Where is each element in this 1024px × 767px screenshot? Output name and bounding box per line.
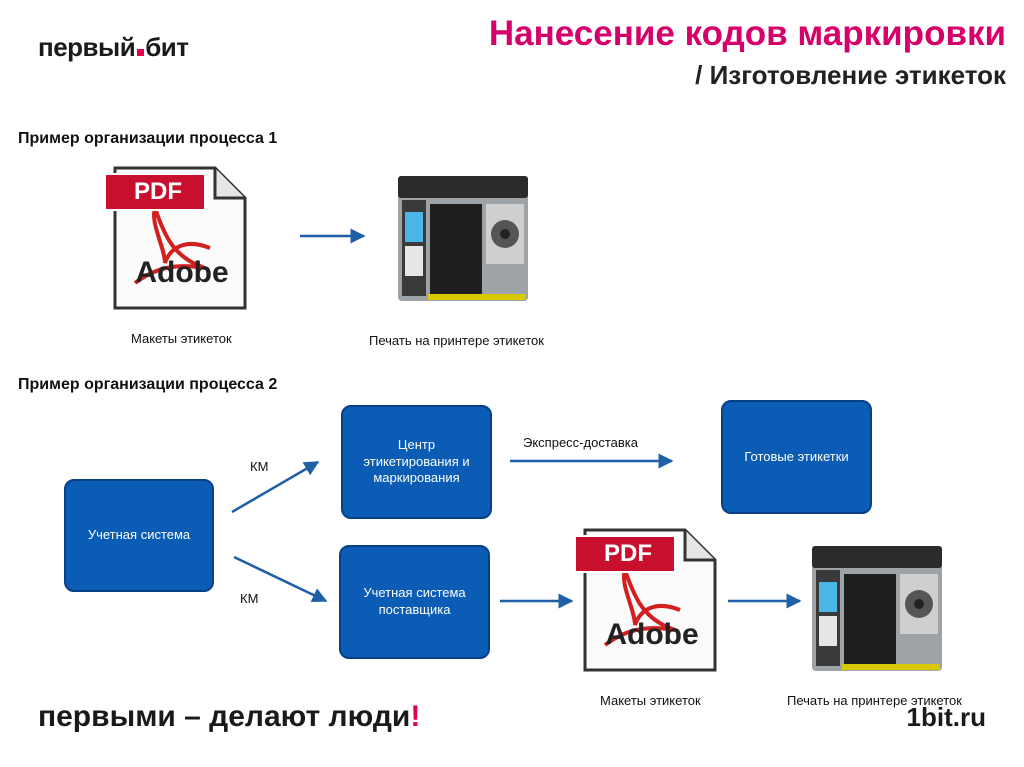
box-labeling-center: Центр этикетирования и маркирования (341, 405, 492, 519)
label-printer-icon (398, 176, 528, 301)
label-printer-icon (812, 546, 942, 671)
label-express-delivery: Экспресс-доставка (523, 435, 638, 450)
page-subtitle: / Изготовление этикеток (695, 60, 1006, 90)
footer-site: 1bit.ru (906, 702, 986, 732)
caption-printing-2: Печать на принтере этикеток (787, 693, 962, 708)
box-supplier-system: Учетная система поставщика (339, 545, 490, 659)
page-title: Нанесение кодов маркировки (488, 14, 1006, 53)
process-2-heading: Пример организации процесса 2 (18, 376, 278, 393)
footer-slogan: первыми – делают люди! (38, 700, 421, 733)
box-ready-labels: Готовые этикетки (721, 400, 872, 514)
logo-dot (137, 49, 145, 56)
label-km-bottom: КМ (240, 591, 259, 606)
caption-printing: Печать на принтере этикеток (369, 333, 544, 348)
adobe-label: Adobe (605, 618, 699, 651)
label-km-top: КМ (250, 459, 269, 474)
caption-label-layouts-2: Макеты этикеток (600, 693, 701, 708)
arrow-accounting-to-supplier (233, 555, 328, 603)
adobe-label: Adobe (135, 256, 229, 289)
process-1-heading: Пример организации процесса 1 (18, 130, 278, 147)
arrow-accounting-to-center (231, 460, 320, 514)
box-accounting-system: Учетная система (64, 479, 214, 592)
pdf-badge-label: PDF (134, 178, 182, 205)
caption-label-layouts: Макеты этикеток (131, 331, 232, 346)
pdf-badge-label: PDF (604, 540, 652, 567)
